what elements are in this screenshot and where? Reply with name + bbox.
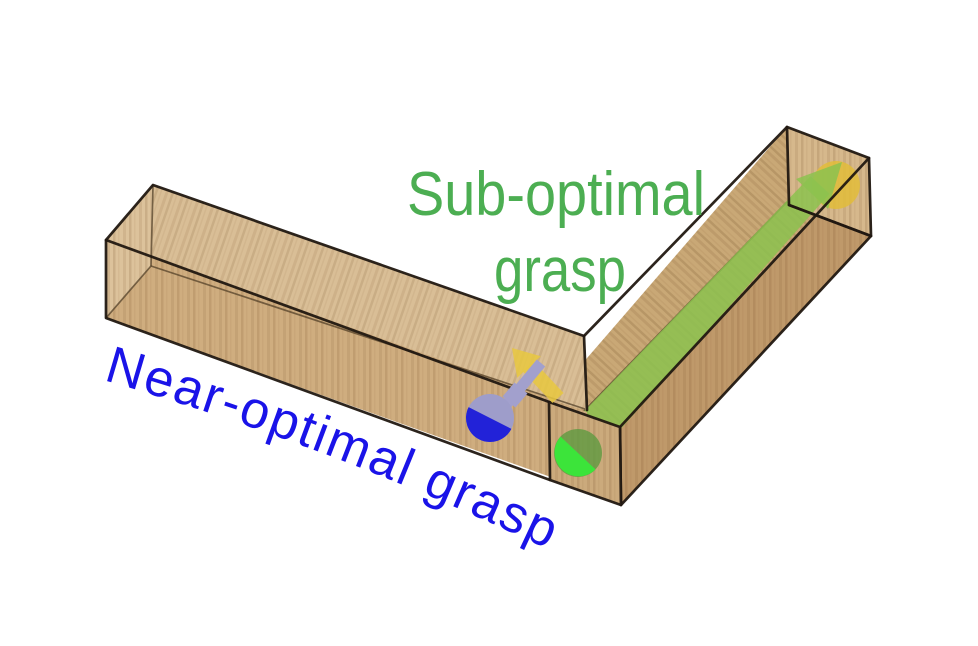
near-end-outline: [547, 400, 623, 507]
top-left-edge: [582, 125, 789, 338]
top-front-edge: [104, 238, 554, 405]
wood-grain: [620, 158, 871, 505]
pull-arrow-head: [512, 348, 541, 378]
wood-grain: [106, 240, 587, 490]
near-optimal-grasp-sphere: [465, 407, 512, 443]
grasp-axis-stem-base: [502, 382, 528, 408]
top-right-edge: [618, 156, 871, 429]
near-optimal-grasp-marker: [465, 348, 564, 443]
wood-grain: [106, 185, 587, 410]
grasp-direction-arrow-head: [796, 162, 842, 209]
sub-optimal-label-line1: Sub-optimal: [407, 160, 705, 229]
wood-beam-right: [549, 125, 873, 507]
right-beam-near-end: [547, 400, 623, 507]
junction-edge: [582, 334, 589, 412]
hidden-back-vertical-edge: [150, 184, 154, 267]
grasp-direction-arrow-shaft: [571, 176, 830, 452]
sub-optimal-grasp-sphere: [554, 436, 596, 477]
sub-optimal-label-line2: grasp: [494, 236, 626, 305]
wood-beam-left: [104, 183, 589, 490]
wood-grain: [106, 185, 153, 318]
hidden-bottom-end-edge: [105, 265, 152, 319]
